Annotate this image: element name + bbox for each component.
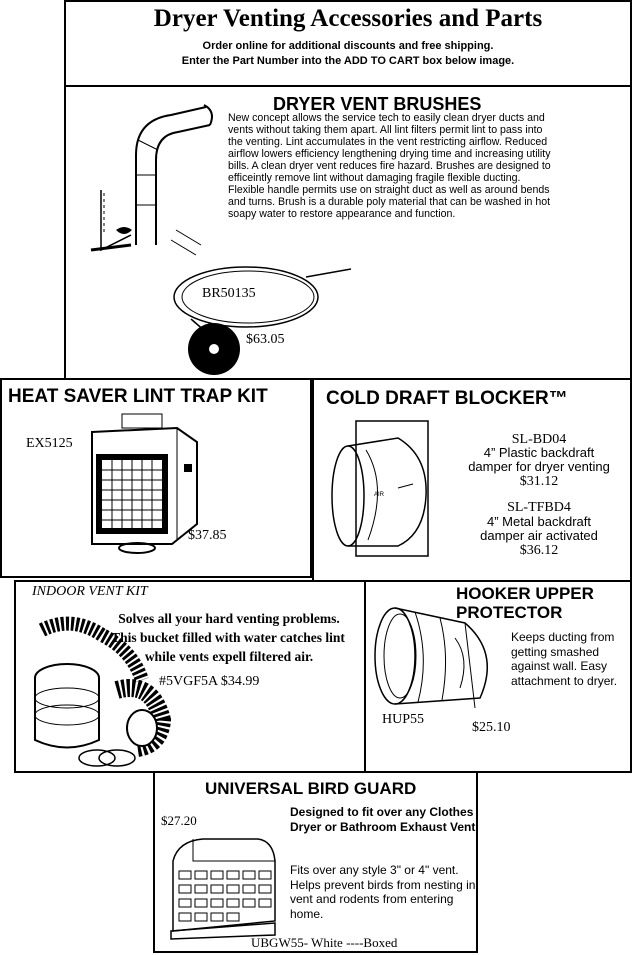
draft-blocker-item1-line1: 4” Plastic backdraft xyxy=(483,445,595,460)
header-line-2: Enter the Part Number into the ADD TO CA… xyxy=(181,55,515,67)
bird-guard-panel: UNIVERSAL BIRD GUARD $27.20 Designed to … xyxy=(153,771,479,953)
hooker-title-line1: HOOKER UPPER xyxy=(456,584,594,603)
draft-blocker-item1-price: $31.12 xyxy=(519,474,559,489)
draft-blocker-illustration: AIR xyxy=(331,420,429,557)
hooker-illustration xyxy=(374,607,488,709)
draft-blocker-item1-line2: damper for dryer venting xyxy=(468,459,610,474)
hooker-description: Keeps ducting from getting smashed again… xyxy=(511,630,618,688)
bird-guard-text: Fits over any style 3" or 4" vent. Helps… xyxy=(290,863,476,921)
hooker-part-number: HUP55 xyxy=(382,712,425,727)
brush-duct-illustration xyxy=(90,104,213,256)
bird-guard-part-number: UBGW55- White ----Boxed xyxy=(251,935,398,950)
indoor-vent-line2: This bucket filled with water catches li… xyxy=(111,630,345,645)
indoor-vent-illustration xyxy=(34,616,172,767)
lint-trap-part-number: EX5125 xyxy=(26,436,73,451)
lint-trap-price: $37.85 xyxy=(188,528,227,543)
brushes-title: DRYER VENT BRUSHES xyxy=(273,94,482,114)
bird-guard-illustration xyxy=(170,838,276,940)
draft-blocker-item2-line1: 4” Metal backdraft xyxy=(486,514,592,529)
draft-blocker-title: COLD DRAFT BLOCKER™ xyxy=(326,388,568,409)
brushes-panel: DRYER VENT BRUSHES New concept allows th… xyxy=(64,85,632,380)
brushes-description: New concept allows the service tech to e… xyxy=(228,112,551,220)
brushes-price: $63.05 xyxy=(246,332,285,347)
indoor-vent-line1: Solves all your hard venting problems. xyxy=(118,611,340,626)
bird-guard-bold-text: Designed to fit over any Clothes Dryer o… xyxy=(290,805,479,834)
draft-blocker-item1-part: SL-BD04 xyxy=(511,432,567,447)
lint-trap-title: HEAT SAVER LINT TRAP KIT xyxy=(8,386,268,407)
page-title: Dryer Venting Accessories and Parts xyxy=(153,5,543,32)
bird-guard-price: $27.20 xyxy=(161,813,197,828)
indoor-vent-panel: INDOOR VENT KIT Solves all your hard ven… xyxy=(14,580,367,773)
lint-trap-illustration xyxy=(91,413,198,554)
draft-blocker-item2-part: SL-TFBD4 xyxy=(507,500,571,515)
draft-blocker-item2-line2: damper air activated xyxy=(480,528,598,543)
hooker-panel: HOOKER UPPER PROTECTOR Keeps ducting fro… xyxy=(364,580,632,773)
brushes-part-number: BR50135 xyxy=(202,286,256,301)
indoor-vent-part-price: #5VGF5A $34.99 xyxy=(159,674,260,689)
bird-guard-title: UNIVERSAL BIRD GUARD xyxy=(205,779,417,798)
header-line-1: Order online for additional discounts an… xyxy=(202,40,494,52)
indoor-vent-line3: while vents expell filtered air. xyxy=(144,649,314,664)
air-flow-mark: AIR xyxy=(374,492,385,498)
draft-blocker-item2-price: $36.12 xyxy=(519,543,559,558)
hooker-price: $25.10 xyxy=(472,720,511,735)
indoor-vent-title: INDOOR VENT KIT xyxy=(32,584,148,599)
header-panel: Dryer Venting Accessories and Parts Orde… xyxy=(64,0,632,87)
hooker-title-line2: PROTECTOR xyxy=(456,603,563,622)
draft-blocker-panel: COLD DRAFT BLOCKER™ AIR SL-BD04 4” Plast… xyxy=(312,378,632,582)
brush-coil-illustration xyxy=(173,266,352,375)
lint-trap-panel: HEAT SAVER LINT TRAP KIT EX5125 $37.85 xyxy=(0,378,312,578)
